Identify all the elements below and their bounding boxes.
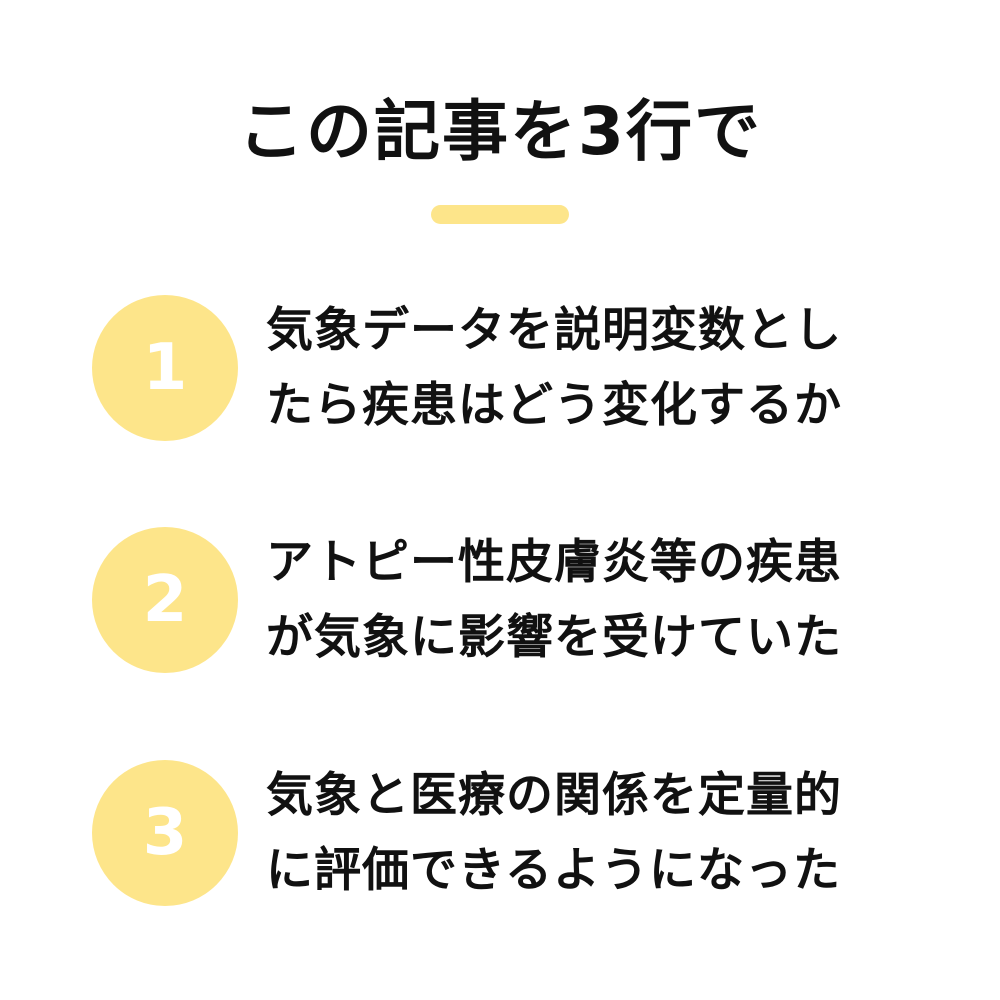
summary-text: 気象データを説明変数とし たら疾患はどう変化するか	[266, 293, 916, 443]
summary-line: 気象と医療の関係を定量的	[266, 768, 842, 823]
number-badge: 3	[92, 760, 238, 906]
summary-line: に評価できるようになった	[266, 843, 842, 898]
summary-line: たら疾患はどう変化するか	[266, 378, 842, 433]
summary-item-2: 2 アトピー性皮膚炎等の疾患 が気象に影響を受けていた	[92, 525, 952, 675]
title-underline	[431, 205, 569, 224]
summary-line: 気象データを説明変数とし	[266, 303, 842, 358]
summary-item-1: 1 気象データを説明変数とし たら疾患はどう変化するか	[92, 293, 952, 443]
summary-line: が気象に影響を受けていた	[266, 610, 842, 665]
number-badge: 1	[92, 295, 238, 441]
summary-line: アトピー性皮膚炎等の疾患	[266, 535, 842, 590]
summary-text: アトピー性皮膚炎等の疾患 が気象に影響を受けていた	[266, 525, 916, 675]
number-badge: 2	[92, 527, 238, 673]
page-title: この記事を3行で	[238, 93, 762, 170]
summary-item-3: 3 気象と医療の関係を定量的 に評価できるようになった	[92, 758, 952, 908]
summary-text: 気象と医療の関係を定量的 に評価できるようになった	[266, 758, 916, 908]
